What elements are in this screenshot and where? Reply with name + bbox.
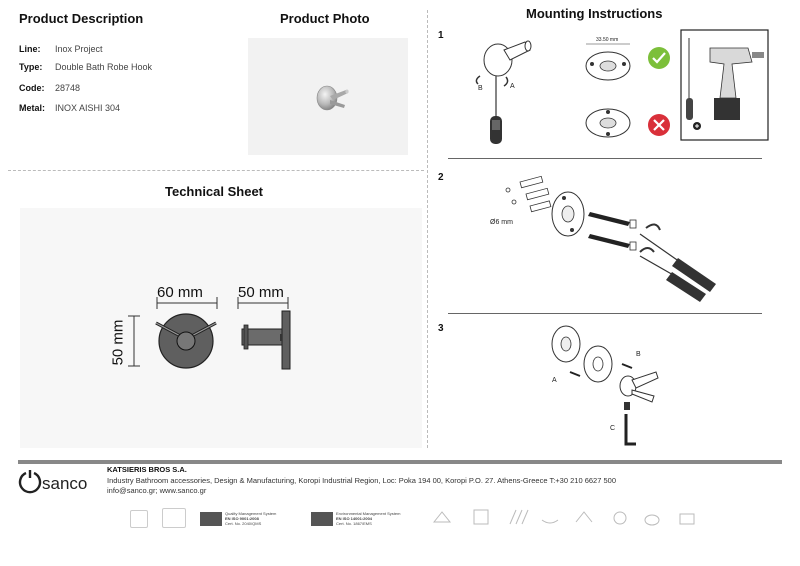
hook-icon [619,371,659,403]
spec-label: Metal: [19,103,46,113]
vertical-divider [427,10,428,448]
box-icon [679,513,695,525]
cert-seal-icon [311,511,333,526]
product-photo [248,38,408,155]
sanco-logo: sanco [18,468,108,501]
label-b: B [478,85,483,92]
sanco-logo-mark: sanco [18,470,87,494]
measure-label: 33.50 mm [596,37,618,43]
label-a: A [510,83,515,90]
arrow-icon [575,511,593,523]
drill-icon [709,47,764,120]
step3-drawing: A B C [551,325,659,446]
footer-rule [18,460,782,464]
drop-icon [644,514,660,526]
correct-base-icon [585,43,631,81]
screwdrivers-icon [639,223,716,302]
wave-icon [541,519,559,524]
stripes-icon [509,509,529,525]
depth-dimension: 50 mm [238,284,284,301]
step-separator [448,313,762,314]
product-description-title: Product Description [19,11,144,26]
spec-metal: Metal: INOX AISHI 304 [19,103,120,113]
mountain-icon [432,511,452,523]
company-address: Industry Bathroom accessories, Design & … [107,475,616,485]
spec-label: Line: [19,44,41,54]
technical-drawing [128,297,291,370]
label-b: B [636,351,641,358]
cert-number: Cert. No. 1867/EMS [336,521,372,526]
spec-label: Type: [19,62,43,72]
cert-standard: EN ISO 9001:2008 [225,516,259,521]
step-separator [448,158,762,159]
mounting-instructions-title: Mounting Instructions [526,6,663,21]
technical-sheet-title: Technical Sheet [165,184,264,199]
cert-qms: Quality Management System EN ISO 9001:20… [200,511,276,526]
label-a: A [552,377,557,384]
step1-drawing: B A 33.50 mm [475,29,769,144]
cert-ems: Environmental Management System EN ISO 1… [311,511,400,526]
cert-seal-icon [200,511,222,526]
cert-standard: EN ISO 14001:2004 [336,516,373,521]
drill-size-label: Ø6 mm [490,219,513,226]
hotels-badge-icon [130,510,148,528]
feature-icons [432,509,695,526]
spec-value: INOX AISHI 304 [55,103,121,113]
width-dimension: 60 mm [157,284,203,301]
spec-type: Type: Double Bath Robe Hook [19,62,152,72]
label-c: C [610,425,615,432]
brand-text: sanco [42,474,87,493]
warranty-icon [473,509,489,525]
cert-title: Environmental Management System [336,511,401,516]
product-photo-title: Product Photo [280,11,370,26]
wall-plugs-icon [505,175,552,213]
company-name: KATSIERIS BROS S.A. [107,465,187,474]
step-number: 3 [438,323,444,334]
cert-title: Quality Management System [225,511,277,516]
spec-value: Double Bath Robe Hook [55,62,153,72]
spec-code: Code: 28748 [19,83,80,93]
base-plate-icon [551,325,581,363]
spec-label: Code: [19,83,45,93]
step-number: 1 [438,30,444,41]
technical-drawing-area: 60 mm 50 mm 50 mm [20,208,422,448]
check-icon [648,47,670,69]
cert-number: Cert. No. 2040/QMS [225,521,262,526]
allen-key-icon [624,402,636,446]
step-number: 2 [438,172,444,183]
spec-value: Inox Project [55,44,103,54]
horizontal-divider [8,170,424,171]
height-dimension: 50 mm [109,319,127,366]
sun-icon [613,511,627,525]
spec-line: Line: Inox Project [19,44,103,54]
company-contact: info@sanco.gr; www.sanco.gr [107,486,207,495]
base-plate-icon [551,191,585,237]
quality-badge-icon [162,508,186,528]
company-info: KATSIERIS BROS S.A. Industry Bathroom ac… [107,465,616,497]
step2-drawing: Ø6 mm [490,175,716,302]
robe-hook-photo-icon [316,85,349,111]
cover-disc-icon [583,345,613,383]
spec-value: 28748 [55,83,81,93]
screws-icon [588,212,637,251]
wrong-base-icon [585,108,631,138]
hook-loosen-icon [475,40,532,144]
